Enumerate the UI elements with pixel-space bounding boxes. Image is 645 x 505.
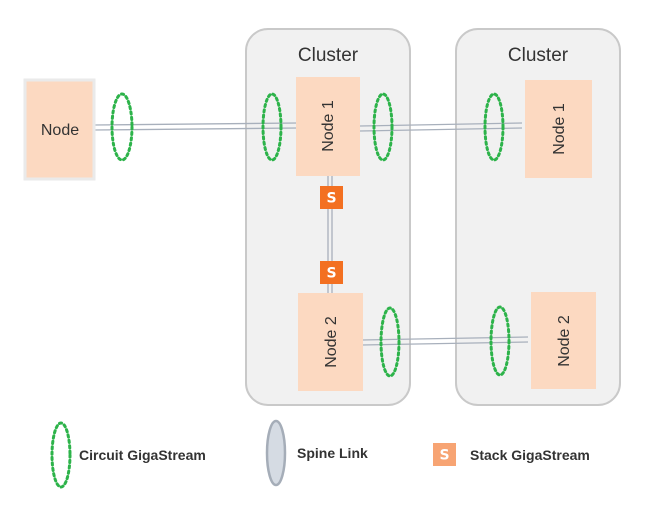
circuit-gigastream-icon <box>489 305 511 377</box>
cluster-a-node-2-label: Node 2 <box>323 316 340 368</box>
circuit-gigastream-icon <box>372 92 394 162</box>
circuit-gigastream-icon <box>483 92 505 162</box>
link-cluster-a-node-1-to-cluster-b-node-1 <box>359 122 523 132</box>
cluster-a-node-2 <box>298 293 363 391</box>
legend-spine-link-icon <box>265 419 287 487</box>
cluster-b-node-2-label: Node 2 <box>556 315 573 367</box>
cluster-b-node-1 <box>525 80 592 178</box>
circuit-gigastream-icon <box>110 92 134 162</box>
circuit-gigastream-icon <box>379 306 401 378</box>
legend-circuit-gigastream-icon <box>50 421 72 489</box>
stack-gigastream-icon: S <box>320 186 343 209</box>
cluster-b-title: Cluster <box>508 45 569 66</box>
legend: Circuit GigaStream Spine Link S Stack Gi… <box>50 419 590 489</box>
legend-stack-gigastream-icon: S <box>433 443 456 466</box>
legend-spine-link-label: Spine Link <box>297 445 368 461</box>
svg-text:S: S <box>326 266 336 282</box>
standalone-node <box>23 78 96 181</box>
legend-circuit-gigastream-label: Circuit GigaStream <box>79 447 206 463</box>
stack-gigastream-icon: S <box>320 261 343 284</box>
cluster-a-title: Cluster <box>298 45 359 66</box>
link-cluster-a-node-2-to-cluster-b-node-2 <box>361 336 529 346</box>
cluster-a-node-1-label: Node 1 <box>320 100 337 152</box>
svg-text:S: S <box>326 191 336 207</box>
legend-stack-gigastream-label: Stack GigaStream <box>470 447 590 463</box>
circuit-gigastream-icon <box>261 92 283 162</box>
cluster-a-node-1 <box>296 77 360 176</box>
cluster-b-node-1-label: Node 1 <box>551 103 568 155</box>
svg-text:S: S <box>439 448 449 464</box>
cluster-b-node-2 <box>531 292 596 389</box>
standalone-node-label: Node <box>41 122 79 139</box>
